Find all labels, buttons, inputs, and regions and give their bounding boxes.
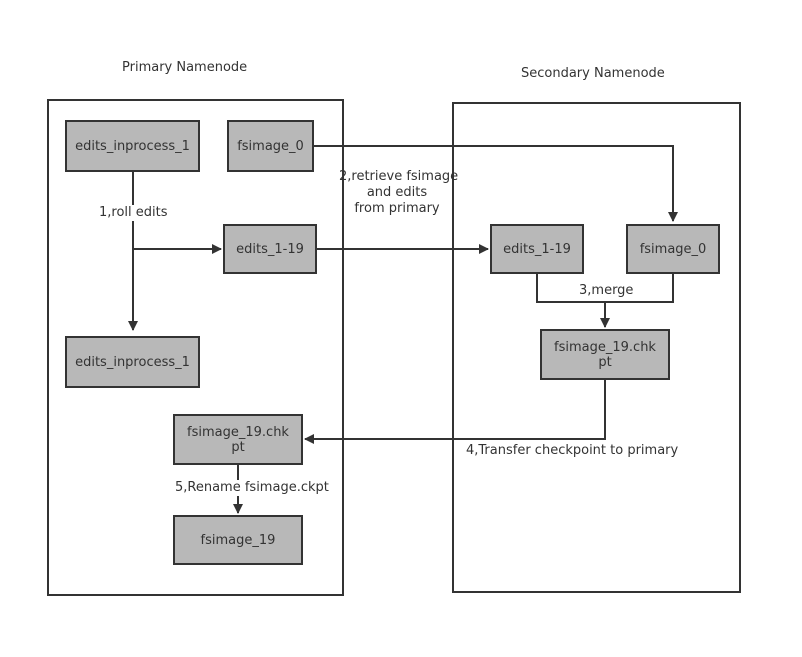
node-label: fsimage_19.chkpt	[187, 424, 289, 455]
primary-edits-inprogress-bottom-node: edits_inprocess_1	[65, 336, 200, 388]
secondary-edits-1-19-node: edits_1-19	[490, 224, 584, 274]
transfer-checkpoint-label: 4,Transfer checkpoint to primary	[466, 443, 679, 458]
node-label: edits_1-19	[236, 241, 304, 257]
rename-label: 5,Rename fsimage.ckpt	[175, 480, 329, 496]
primary-namenode-container	[47, 99, 344, 596]
node-label: fsimage_0	[639, 241, 707, 257]
secondary-namenode-container	[452, 102, 741, 593]
primary-namenode-title: Primary Namenode	[122, 60, 248, 75]
retrieve-label-line2: and edits	[366, 185, 428, 200]
secondary-fsimage-0-node: fsimage_0	[626, 224, 720, 274]
node-label: edits_1-19	[503, 241, 571, 257]
secondary-fsimage-19-chkpt-node: fsimage_19.chkpt	[540, 329, 670, 380]
retrieve-label-line3: from primary	[354, 201, 440, 216]
roll-edits-label: 1,roll edits	[99, 205, 168, 221]
primary-fsimage-0-node: fsimage_0	[227, 120, 314, 172]
node-label: edits_inprocess_1	[75, 138, 190, 154]
primary-fsimage-19-chkpt-node: fsimage_19.chkpt	[173, 414, 303, 465]
node-label: fsimage_19.chkpt	[554, 339, 656, 370]
node-label: fsimage_19	[200, 532, 276, 548]
primary-edits-1-19-node: edits_1-19	[223, 224, 317, 274]
merge-label: 3,merge	[579, 283, 634, 298]
primary-fsimage-19-node: fsimage_19	[173, 515, 303, 565]
edge-retrieve-fsimage	[313, 145, 678, 222]
edge-transfer	[304, 379, 606, 444]
node-label: fsimage_0	[237, 138, 304, 154]
node-label: edits_inprocess_1	[75, 354, 190, 370]
retrieve-label-line1: 2,retrieve fsimage	[339, 169, 459, 184]
primary-edits-inprogress-top-node: edits_inprocess_1	[65, 120, 200, 172]
secondary-namenode-title: Secondary Namenode	[521, 66, 665, 81]
